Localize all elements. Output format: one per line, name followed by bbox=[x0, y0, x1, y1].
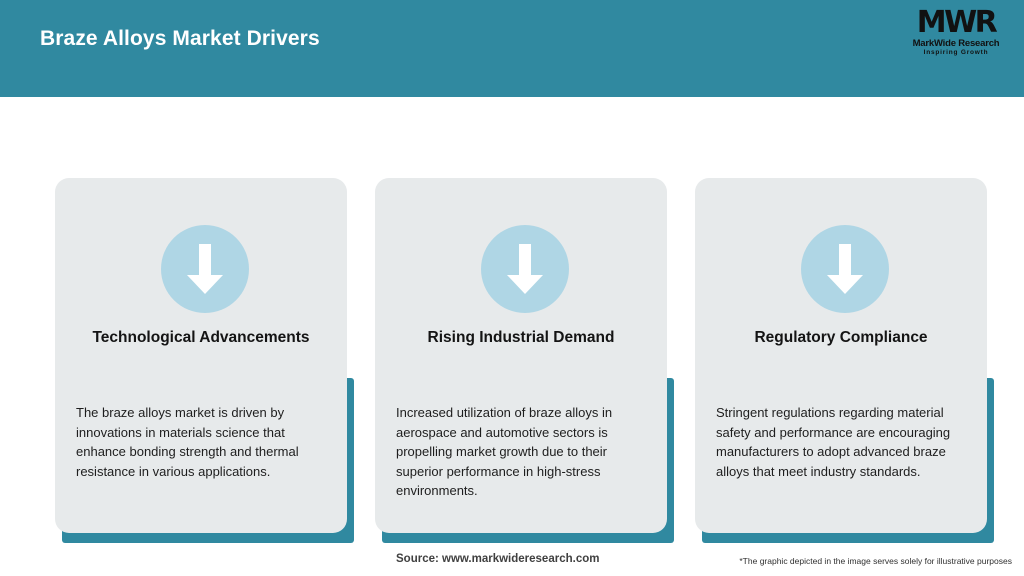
down-arrow-icon bbox=[481, 225, 569, 313]
driver-card-1: Technological Advancements The braze all… bbox=[40, 97, 360, 547]
logo-company-name: MarkWide Research bbox=[912, 38, 1000, 49]
driver-card-2: Rising Industrial Demand Increased utili… bbox=[360, 97, 680, 547]
page-title: Braze Alloys Market Drivers bbox=[40, 27, 320, 50]
logo-monogram: MWR bbox=[916, 5, 998, 40]
card-title: Regulatory Compliance bbox=[754, 329, 928, 346]
card-body-text: The braze alloys market is driven by inn… bbox=[76, 405, 299, 479]
drivers-card-group: Technological Advancements The braze all… bbox=[0, 97, 1024, 547]
card-title: Technological Advancements bbox=[92, 329, 310, 346]
company-logo: MWR MarkWide Research Inspiring Growth bbox=[902, 8, 1010, 60]
card-title: Rising Industrial Demand bbox=[427, 329, 615, 346]
card-body-text: Increased utilization of braze alloys in… bbox=[396, 405, 613, 498]
page-header: Braze Alloys Market Drivers MWR MarkWide… bbox=[0, 0, 1024, 97]
logo-tagline: Inspiring Growth bbox=[923, 49, 989, 56]
card-panel: Technological Advancements The braze all… bbox=[55, 178, 347, 533]
down-arrow-icon bbox=[801, 225, 889, 313]
disclaimer-note: *The graphic depicted in the image serve… bbox=[739, 556, 1012, 566]
driver-card-3: Regulatory Compliance Stringent regulati… bbox=[680, 97, 1000, 547]
source-label: Source: www.markwideresearch.com bbox=[396, 553, 600, 565]
card-panel: Regulatory Compliance Stringent regulati… bbox=[695, 178, 987, 533]
down-arrow-icon bbox=[161, 225, 249, 313]
card-body-text: Stringent regulations regarding material… bbox=[716, 405, 951, 479]
card-panel: Rising Industrial Demand Increased utili… bbox=[375, 178, 667, 533]
